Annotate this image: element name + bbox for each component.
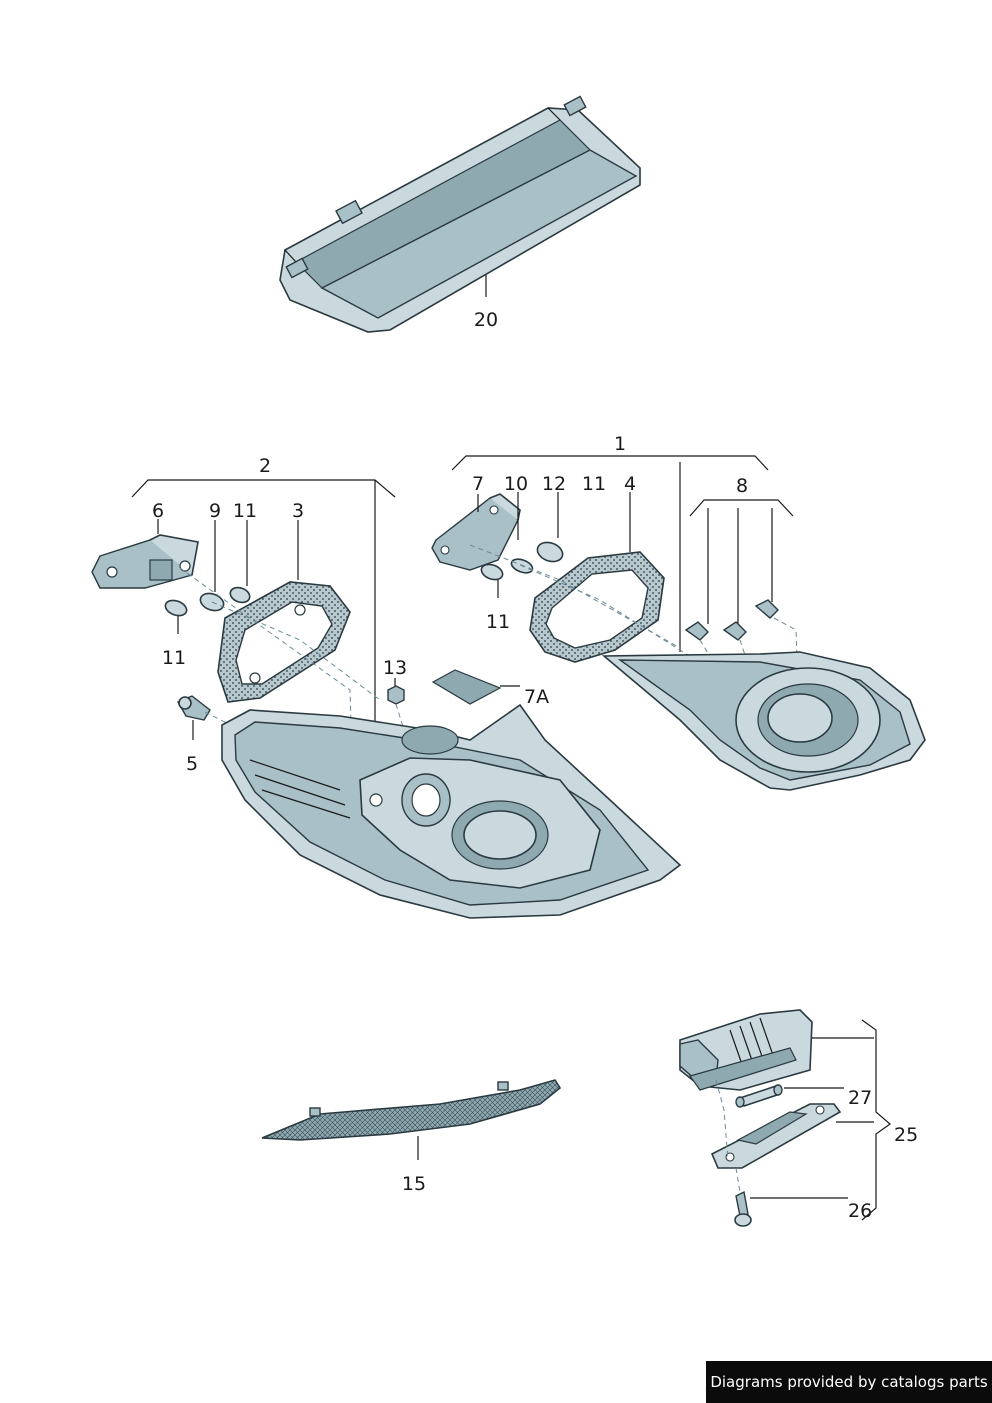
brake-light-part-20 [279, 95, 641, 333]
gasket-part-4 [529, 551, 665, 663]
bracket-2 [131, 479, 396, 498]
screw-part-26 [734, 1190, 752, 1227]
label-9: 9 [209, 500, 221, 522]
label-11b: 11 [162, 647, 186, 669]
tail-light-housing-left [221, 703, 682, 919]
license-light-housing [679, 1009, 813, 1091]
label-1: 1 [614, 433, 626, 455]
label-12: 12 [542, 473, 566, 495]
label-6: 6 [152, 500, 164, 522]
screw-part-8-c [754, 599, 779, 619]
label-13: 13 [383, 657, 407, 679]
label-10: 10 [504, 473, 528, 495]
label-26: 26 [848, 1200, 872, 1222]
label-5: 5 [186, 753, 198, 775]
label-15: 15 [402, 1173, 426, 1195]
reflector-part-15 [261, 1079, 562, 1141]
label-11a: 11 [233, 500, 257, 522]
label-2: 2 [259, 455, 271, 477]
label-7a: 7A [524, 686, 549, 708]
label-11c: 11 [582, 473, 606, 495]
screw-part-8-a [684, 621, 709, 641]
label-3: 3 [292, 500, 304, 522]
bracket-25 [861, 1019, 891, 1221]
label-8: 8 [736, 475, 748, 497]
screw-part-8-b [722, 621, 747, 641]
label-11d: 11 [486, 611, 510, 633]
credit-banner: Diagrams provided by catalogs parts [706, 1361, 992, 1403]
bulb-part-11-upper-left [229, 586, 251, 604]
bulb-holder-part-6 [91, 534, 199, 589]
bracket-8 [689, 499, 794, 517]
tail-light-housing-right [601, 651, 926, 791]
bulb-part-12 [536, 541, 564, 563]
festoon-bulb-part-27 [735, 1084, 783, 1108]
label-27: 27 [848, 1087, 872, 1109]
label-7: 7 [472, 473, 484, 495]
label-25: 25 [894, 1124, 918, 1146]
screw-part-5 [177, 695, 211, 721]
bulb-holder-part-7 [431, 493, 521, 571]
bulb-part-11-right [480, 563, 504, 581]
nut-part-13 [387, 685, 405, 705]
pad-part-7a [431, 669, 502, 705]
bracket-1 [451, 455, 769, 471]
bulb-part-11-lower-left [164, 599, 188, 617]
label-20: 20 [474, 309, 498, 331]
license-light-lens [710, 1103, 842, 1169]
label-4: 4 [624, 473, 636, 495]
